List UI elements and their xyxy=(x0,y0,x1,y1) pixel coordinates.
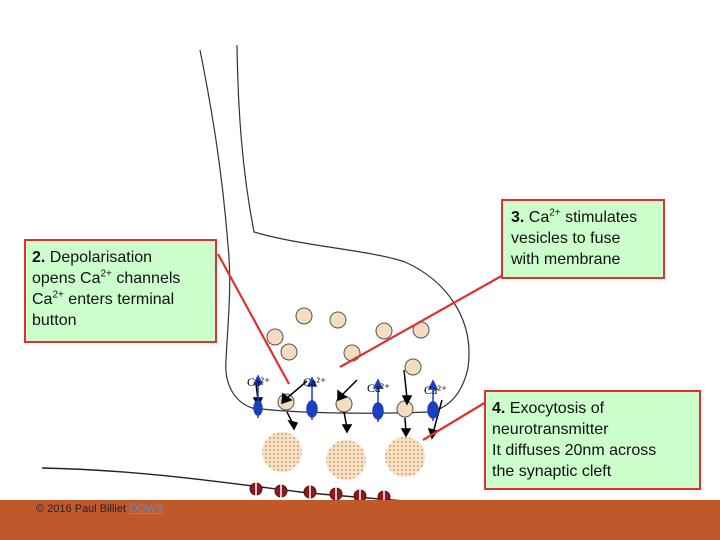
receptor xyxy=(303,485,317,499)
pointer-step3 xyxy=(339,273,506,368)
vesicle xyxy=(343,344,361,362)
receptor xyxy=(249,482,263,496)
label-text: with membrane xyxy=(511,251,621,268)
axon-membrane-left xyxy=(199,49,253,409)
step-number: 3. xyxy=(511,209,525,226)
ion-label-ca: Ca²⁺ xyxy=(303,375,326,389)
calcium-channels xyxy=(252,374,439,422)
neurotransmitter-clouds xyxy=(262,432,425,480)
vesicle xyxy=(280,343,298,361)
ion-label-ca: Ca²⁺ xyxy=(424,383,447,397)
vesicle xyxy=(295,307,313,325)
label-text: Ca xyxy=(524,209,550,226)
label-text: button xyxy=(32,312,77,329)
label-text: stimulates xyxy=(560,209,638,226)
label-step-2: 2. Depolarisation opens Ca2+ channels Ca… xyxy=(24,239,217,343)
label-text: neurotransmitter xyxy=(492,421,609,438)
label-step-4: 4. Exocytosis of neurotransmitter It dif… xyxy=(484,390,701,490)
step-number: 2. xyxy=(32,249,46,266)
receptor xyxy=(274,484,288,498)
step-number: 4. xyxy=(492,400,506,417)
label-text: Exocytosis of xyxy=(505,400,605,417)
vesicle xyxy=(404,358,422,376)
ion-label-ca: Ca²⁺ xyxy=(367,381,390,395)
pointer-step4 xyxy=(422,401,487,441)
ion-label-ca: Ca²⁺ xyxy=(247,375,270,389)
footer-bar xyxy=(0,500,720,540)
superscript: 2+ xyxy=(52,289,64,301)
superscript: 2+ xyxy=(100,268,112,280)
label-text: Ca xyxy=(32,291,53,308)
neurotransmitter-cloud xyxy=(326,440,366,480)
axon-membrane-right xyxy=(236,44,470,413)
pointer-lines xyxy=(217,253,506,441)
odws-link[interactable]: ODWS xyxy=(129,503,164,515)
label-text: channels xyxy=(111,270,181,287)
copyright-notice: © 2016 Paul Billiet ODWS xyxy=(36,503,163,515)
calcium-channel xyxy=(306,376,318,420)
vesicle xyxy=(329,311,347,329)
calcium-channel xyxy=(372,378,384,422)
label-text: vesicles to fuse xyxy=(511,230,621,247)
copyright-text: © 2016 Paul Billiet xyxy=(36,503,130,515)
label-text: It diffuses 20nm across xyxy=(492,442,657,459)
label-text: Depolarisation xyxy=(49,249,153,266)
label-text: enters terminal xyxy=(63,291,175,308)
label-text: the synaptic cleft xyxy=(492,463,612,480)
vesicle xyxy=(375,322,393,340)
receptor xyxy=(329,487,343,501)
vesicle xyxy=(396,400,414,418)
synaptic-vesicles xyxy=(266,307,430,418)
label-step-3: 3. Ca2+ stimulates vesicles to fuse with… xyxy=(501,199,665,279)
superscript: 2+ xyxy=(549,207,561,219)
calcium-channel xyxy=(427,379,439,421)
label-text: opens Ca xyxy=(32,270,101,287)
vesicle xyxy=(266,328,284,346)
neurotransmitter-cloud xyxy=(385,437,425,477)
calcium-channel xyxy=(252,374,264,418)
pointer-step2 xyxy=(217,253,290,385)
neurotransmitter-cloud xyxy=(262,432,302,472)
